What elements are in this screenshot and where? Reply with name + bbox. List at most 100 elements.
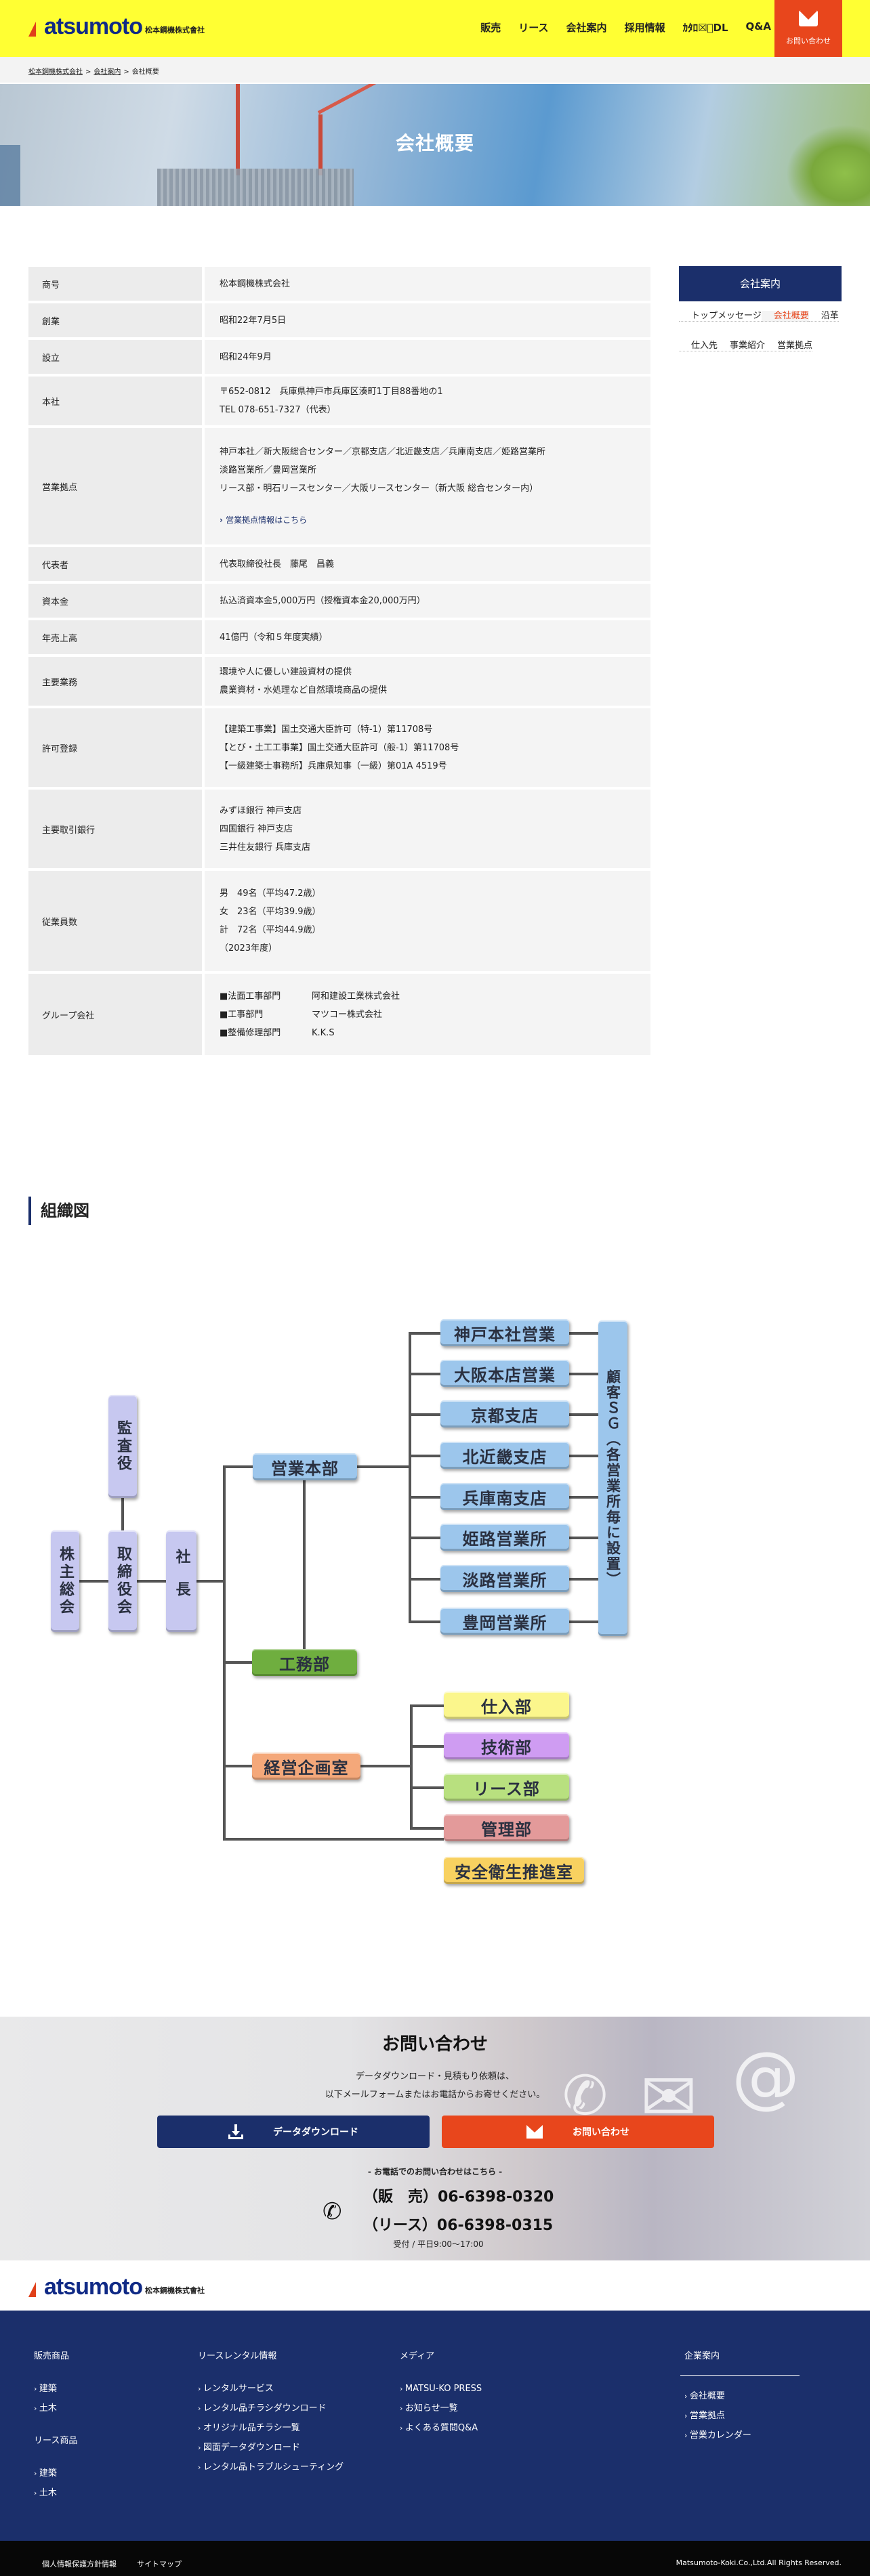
info-value: 【建築工事業】国土交通大臣許可（特-1）第11708号【とび・土工工事業】国土交… xyxy=(205,708,650,787)
footer-link[interactable]: 土木 xyxy=(34,2399,77,2418)
inquiry-label: お問い合わせ xyxy=(573,2127,629,2138)
hero-crane-image xyxy=(236,84,240,175)
tel-lease[interactable]: （リース）06-6398-0315 xyxy=(363,2217,554,2234)
info-label: 許可登録 xyxy=(28,708,202,787)
connector-line xyxy=(409,1537,440,1539)
hero-crane-image xyxy=(318,114,323,175)
site-logo[interactable]: atsumoto 松本鋼機株式會社 xyxy=(28,14,205,39)
connector-line xyxy=(569,1332,598,1335)
footer-column-title: 販売商品 xyxy=(34,2351,70,2361)
info-row: 代表者代表取締役社長 藤尾 昌義 xyxy=(28,547,650,581)
nav-recruit[interactable]: 採用情報 xyxy=(624,22,665,34)
info-value-line: リース部・明石リースセンター／大阪リースセンター（新大阪 総合センター内） xyxy=(220,484,539,494)
connector-line xyxy=(569,1373,598,1375)
org-president: 社長 xyxy=(166,1530,196,1632)
org-customer-sg: 顧客ＳＧ（各営業所毎に設置） xyxy=(598,1321,627,1636)
business-hours: 受付 / 平日9:00〜17:00 xyxy=(393,2239,484,2249)
footer-link[interactable]: 建築 xyxy=(34,2379,77,2399)
connector-line xyxy=(303,1480,306,1649)
connector-line xyxy=(569,1578,598,1581)
sidebar-item[interactable]: 沿革 xyxy=(808,311,839,322)
org-planning-dept: 仕入部 xyxy=(444,1692,569,1719)
info-label: 主要取引銀行 xyxy=(28,790,202,868)
info-value-line: （2023年度） xyxy=(220,943,278,953)
logo-subtitle: 松本鋼機株式會社 xyxy=(145,26,205,35)
logo-mark-icon xyxy=(28,2278,43,2297)
org-branch: 淡路営業所 xyxy=(440,1565,569,1592)
sidebar-item[interactable]: 会社概要 xyxy=(761,311,809,322)
hero-construction-image xyxy=(157,169,354,206)
privacy-policy-link[interactable]: 個人情報保護方針情報 xyxy=(42,2560,117,2569)
footer-link[interactable]: 図面データダウンロード xyxy=(198,2438,344,2457)
contact-lead: データダウンロード・見積もり依頼は、 以下メールフォームまたはお電話からお寄せく… xyxy=(0,2067,870,2104)
nav-company[interactable]: 会社案内 xyxy=(566,22,607,34)
info-value-line: 【とび・土工工事業】国土交通大臣許可（般-1）第11708号 xyxy=(220,742,459,753)
org-planning-dept: リース部 xyxy=(444,1774,569,1801)
footer-link[interactable]: オリジナル品チラシ一覧 xyxy=(198,2418,344,2438)
footer-link[interactable]: よくある質問Q&A xyxy=(400,2418,482,2438)
info-label: 資本金 xyxy=(28,584,202,618)
footer-link[interactable]: 土木 xyxy=(34,2483,77,2503)
connector-line xyxy=(409,1332,440,1335)
info-value-line: みずほ銀行 神戸支店 xyxy=(220,805,302,816)
connector-line xyxy=(410,1704,413,1830)
footer-link[interactable]: 営業拠点 xyxy=(684,2406,800,2426)
breadcrumb-company[interactable]: 会社案内 xyxy=(94,68,121,76)
footer-link[interactable]: レンタル品チラシダウンロード xyxy=(198,2399,344,2418)
breadcrumb-home[interactable]: 松本鋼機株式会社 xyxy=(28,68,83,76)
info-value-line: 男 49名（平均47.2歳） xyxy=(220,888,321,899)
connector-line xyxy=(569,1455,598,1457)
info-row: 創業昭和22年7月5日 xyxy=(28,303,650,337)
sidebar: 会社案内 トップメッセージ会社概要沿革仕入先事業紹介営業拠点 xyxy=(679,266,842,361)
logo-text: atsumoto xyxy=(44,14,143,39)
group-company-name: 阿和建設工業株式会社 xyxy=(312,991,400,1002)
connector-line xyxy=(409,1332,411,1623)
info-value: 環境や人に優しい建設資材の提供農業資材・水処理など自然環境商品の提供 xyxy=(205,657,650,706)
sidebar-item[interactable]: 営業拠点 xyxy=(765,341,813,351)
info-row: 従業員数男 49名（平均47.2歳）女 23名（平均39.9歳）計 72名（平均… xyxy=(28,871,650,971)
header-contact-button[interactable]: お問い合わせ xyxy=(774,0,842,57)
sidebar-item[interactable]: 事業紹介 xyxy=(718,341,766,351)
footer-link[interactable]: 建築 xyxy=(34,2464,77,2483)
sidebar-item[interactable]: トップメッセージ xyxy=(679,311,762,322)
company-info-table: 商号松本鋼機株式会社創業昭和22年7月5日設立昭和24年9月本社〒652-081… xyxy=(28,267,650,1058)
nav-catalog-dl[interactable]: ｶﾀﾛ☒ﾞDL xyxy=(682,22,728,34)
sales-offices-link[interactable]: 営業拠点情報はこちら xyxy=(220,511,636,530)
info-value-line: 女 23名（平均39.9歳） xyxy=(220,907,321,917)
footer-link[interactable]: 会社概要 xyxy=(684,2386,800,2406)
tel-sales[interactable]: （販 売）06-6398-0320 xyxy=(363,2189,554,2206)
footer-link[interactable]: レンタルサービス xyxy=(198,2379,344,2399)
contact-section: ✆ ✉ @ お問い合わせ データダウンロード・見積もり依頼は、 以下メールフォー… xyxy=(0,2017,870,2260)
connector-line xyxy=(360,1765,411,1767)
nav-sales[interactable]: 販売 xyxy=(480,22,501,34)
nav-lease[interactable]: リース xyxy=(518,22,549,34)
nav-qa[interactable]: Q&A xyxy=(745,20,771,33)
info-row: 許可登録【建築工事業】国土交通大臣許可（特-1）第11708号【とび・土工工事業… xyxy=(28,708,650,787)
sitemap-link[interactable]: サイトマップ xyxy=(137,2560,182,2569)
footer-link[interactable]: お知らせ一覧 xyxy=(400,2399,482,2418)
group-company: ■法面工事部門阿和建設工業株式会社 xyxy=(220,987,636,1006)
footer-link[interactable]: MATSU-KO PRESS xyxy=(400,2379,482,2399)
org-branch: 大阪本店営業 xyxy=(440,1360,569,1387)
info-row: 設立昭和24年9月 xyxy=(28,340,650,374)
sidebar-item[interactable]: 仕入先 xyxy=(679,341,718,351)
data-download-button[interactable]: データダウンロード xyxy=(157,2116,430,2148)
footer-link[interactable]: 営業カレンダー xyxy=(684,2426,800,2445)
info-label: 本社 xyxy=(28,377,202,425)
info-value: みずほ銀行 神戸支店四国銀行 神戸支店三井住友銀行 兵庫支店 xyxy=(205,790,650,868)
connector-line xyxy=(357,1465,410,1468)
footer-link[interactable]: レンタル品トラブルシューティング xyxy=(198,2457,344,2477)
footer-bottom-bar: 個人情報保護方針情報 サイトマップ Matsumoto-Koki.Co.,Ltd… xyxy=(0,2541,870,2576)
org-branch: 豊岡営業所 xyxy=(440,1608,569,1635)
footer-logo[interactable]: atsumoto 松本鋼機株式會社 xyxy=(28,2275,205,2298)
connector-line xyxy=(410,1786,444,1789)
info-value-line: 代表取締役社長 藤尾 昌義 xyxy=(220,559,335,570)
inquiry-button[interactable]: お問い合わせ xyxy=(442,2116,714,2148)
connector-line xyxy=(79,1580,108,1583)
footer-column: 販売商品建築土木リース商品建築土木 xyxy=(34,2348,77,2503)
page-title: 会社概要 xyxy=(395,132,474,154)
breadcrumb-current: 会社概要 xyxy=(131,68,159,76)
